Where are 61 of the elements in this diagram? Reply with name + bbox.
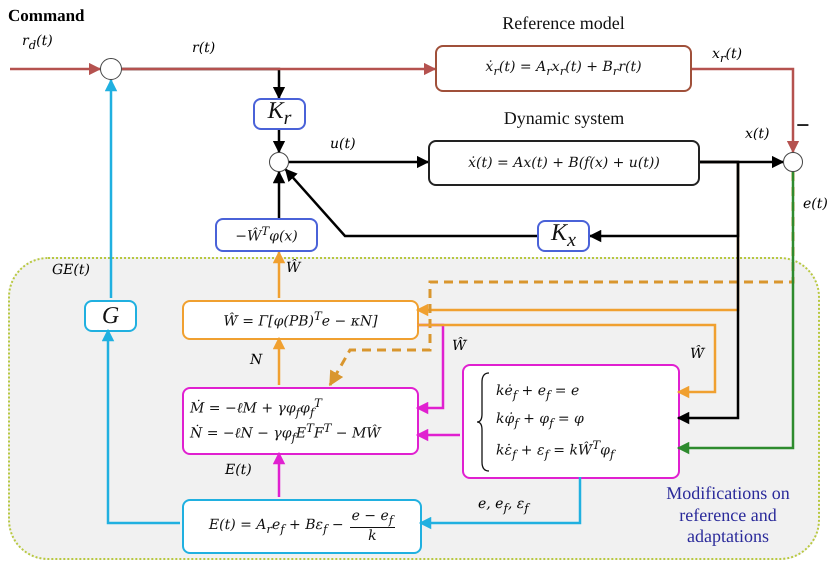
edge-label: N <box>250 352 262 368</box>
gain-block <box>253 98 306 130</box>
gain-symbol: K$_{x}$ <box>551 220 576 252</box>
region-caption: Modifications on reference and adaptations <box>665 483 791 548</box>
error-block <box>84 300 137 332</box>
equation: E(t) = A$_{r}$e$_{f}$ + Bε$_{f}$ − <box>208 516 344 538</box>
edge-label: Ŵ̇ <box>690 346 704 362</box>
arrow <box>122 62 436 76</box>
arrow <box>272 250 286 298</box>
gain-symbol: G <box>102 302 120 330</box>
edge-label: e, e$_{f}$, ε$_{f}$ <box>478 496 529 515</box>
edge-label: r(t) <box>192 40 216 56</box>
gain-block <box>537 220 590 252</box>
block-title: Dynamic system <box>502 108 626 129</box>
arrow <box>284 168 537 238</box>
block-title: Reference model <box>501 13 626 34</box>
equation: Ṅ = −ℓN − γφ$_{f}$E$^{T}$F$^{T}$ − MŴ̇ <box>190 421 381 446</box>
edge-label: Ŵ̇ <box>452 338 466 354</box>
equation: −Ŵ$^{T}$φ(x) <box>235 224 298 246</box>
arrow <box>102 328 180 524</box>
edge-label: E(t) <box>225 462 252 478</box>
edge-label: u(t) <box>330 136 356 152</box>
edge-label: x(t) <box>745 126 770 142</box>
equation: ẋ$_{r}$(t) = A$_{r}$x$_{r}$(t) + B$_{r}$r(t) <box>485 58 642 80</box>
arrow <box>272 170 286 218</box>
numerator: e − e$_{f}$ <box>350 508 396 528</box>
arrow <box>418 477 582 530</box>
filter-block <box>462 364 680 479</box>
arrow <box>416 428 460 442</box>
adaptation-region <box>8 257 820 560</box>
equation: kφ̇$_{f}$ + φ$_{f}$ = φ <box>496 410 584 432</box>
equation: ẋ(t) = Ax(t) + B(f(x) + u(t)) <box>468 154 660 172</box>
edge-label: e(t) <box>803 196 828 212</box>
arrow <box>328 172 794 386</box>
error-block <box>182 499 422 554</box>
input-title: Command <box>8 6 85 26</box>
arrow <box>272 130 286 154</box>
arrow <box>417 324 716 398</box>
edge-label: Ŵ <box>286 260 300 276</box>
arrow <box>692 68 800 154</box>
edge-label: x$_{r}$(t) <box>712 46 742 65</box>
equation: Ŵ̇ = Γ[φ(PB)$^{T}$e − κN] <box>223 308 378 332</box>
update-law-block <box>182 300 419 340</box>
arrow <box>272 452 286 497</box>
edge-label: GE(t) <box>52 262 90 278</box>
summing-junction <box>269 152 289 172</box>
arrow <box>289 156 430 168</box>
equation: kε̇$_{f}$ + ε$_{f}$ = kŴ̇$^{T}$φ$_{f}$ <box>496 436 614 464</box>
arrow <box>104 78 118 298</box>
arrow <box>676 160 740 424</box>
summing-junction <box>100 58 122 80</box>
minus-sign: − <box>796 113 810 140</box>
filter-block <box>182 387 419 455</box>
equation: kė$_{f}$ + e$_{f}$ = e <box>496 382 580 404</box>
arrow <box>10 62 102 76</box>
denominator: k <box>368 528 377 545</box>
arrow <box>676 172 794 454</box>
gain-symbol: K$_{r}$ <box>268 98 292 130</box>
edge-label: r$_{d}$(t) <box>22 33 53 52</box>
gain-block <box>215 218 318 252</box>
arrow <box>272 336 286 385</box>
